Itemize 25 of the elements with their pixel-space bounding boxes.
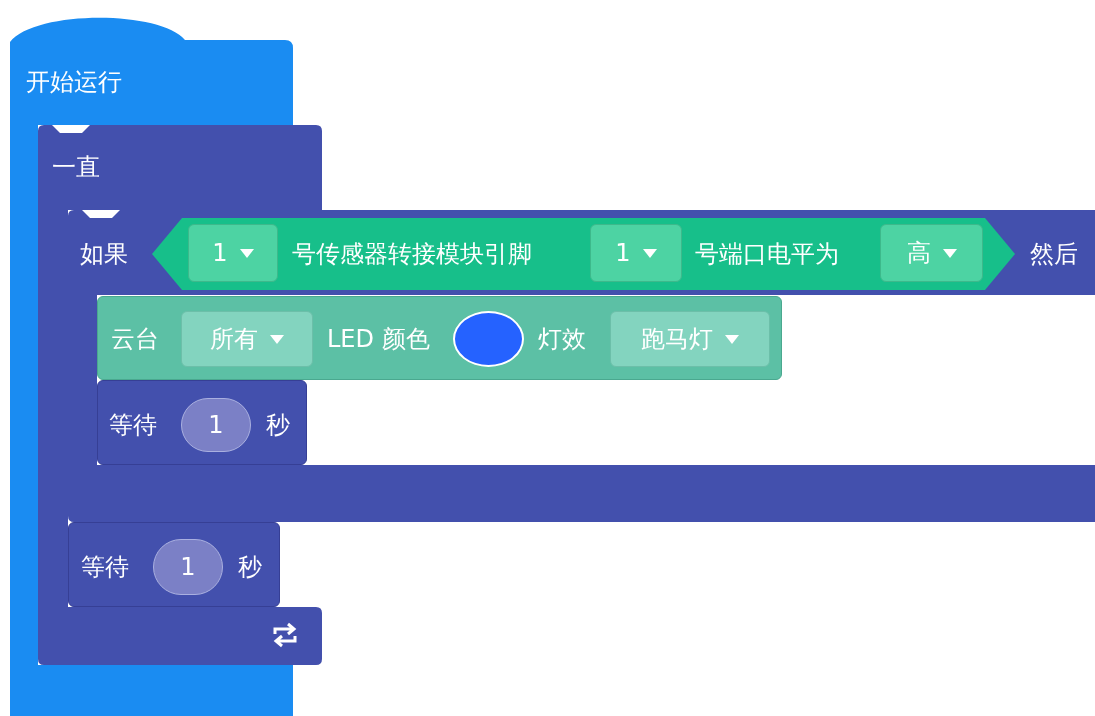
- block-label: 秒: [238, 552, 262, 582]
- block-label: 一直: [52, 152, 100, 182]
- block-label: 开始运行: [26, 67, 122, 97]
- dropdown: 1: [188, 224, 278, 282]
- block-label: 灯效: [538, 324, 586, 354]
- wait-block: [97, 380, 307, 465]
- block-label: 然后: [1030, 239, 1078, 269]
- block-label: 等待: [109, 410, 157, 440]
- block-label: 号传感器转接模块引脚: [292, 239, 532, 269]
- block-label: 如果: [80, 239, 128, 269]
- block-label: LED 颜色: [327, 324, 430, 354]
- block-label: 秒: [266, 410, 290, 440]
- block-label: 号端口电平为: [695, 239, 839, 269]
- block-label: 云台: [111, 324, 159, 354]
- dropdown: 高: [880, 224, 983, 282]
- gimbal-led-block: [97, 296, 782, 380]
- if-block: [68, 210, 1095, 522]
- block-label: 等待: [81, 552, 129, 582]
- wait-block: [68, 522, 280, 607]
- dropdown: 跑马灯: [610, 311, 770, 367]
- number-input: 1: [181, 398, 251, 452]
- condition-block: [152, 218, 1015, 290]
- dropdown: 1: [590, 224, 682, 282]
- number-input: 1: [153, 539, 223, 595]
- dropdown: 所有: [181, 311, 313, 367]
